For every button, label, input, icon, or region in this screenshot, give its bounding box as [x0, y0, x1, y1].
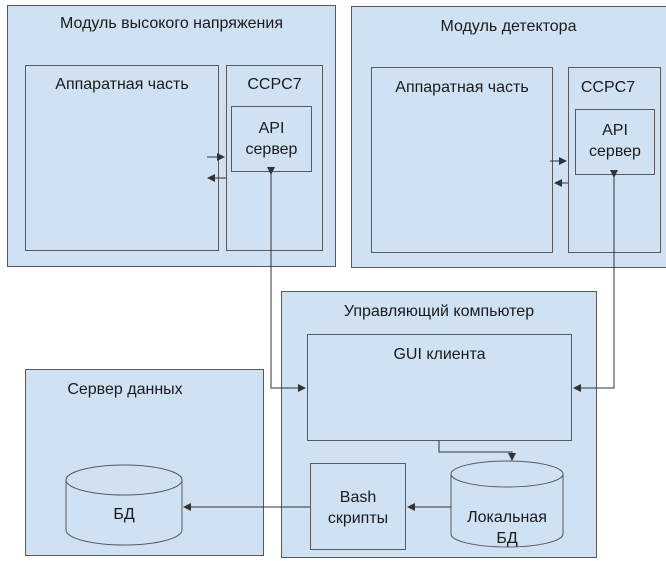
database-label: БД: [113, 506, 135, 523]
gui-client-block: [307, 334, 572, 441]
high-voltage-module-title: Модуль высокого напряжения: [60, 15, 283, 32]
control-computer-title: Управляющий компьютер: [343, 303, 535, 320]
detector-hardware-label: Аппаратная часть: [395, 79, 529, 96]
data-server-title: Сервер данных: [67, 381, 183, 398]
gui-client-label: GUI клиента: [393, 346, 486, 363]
hv-hardware-label: Аппаратная часть: [55, 76, 189, 93]
detector-module-title: Модуль детектора: [440, 18, 577, 35]
hv-ccpc7-label: CCPC7: [247, 76, 302, 93]
detector-api-server-label: API сервер: [589, 122, 641, 160]
hv-api-server-label: API сервер: [245, 120, 298, 158]
detector-hardware-block: [371, 67, 553, 253]
detector-ccpc7-label: CCPC7: [580, 79, 636, 96]
bash-scripts-block: [310, 463, 406, 550]
hv-hardware-block: [25, 65, 219, 251]
hv-api-server-block: [231, 106, 312, 172]
bash-scripts-label: Bash скрипты: [327, 489, 389, 527]
detector-api-server-block: [575, 109, 655, 175]
local-database-label: Локальная БД: [467, 509, 547, 547]
